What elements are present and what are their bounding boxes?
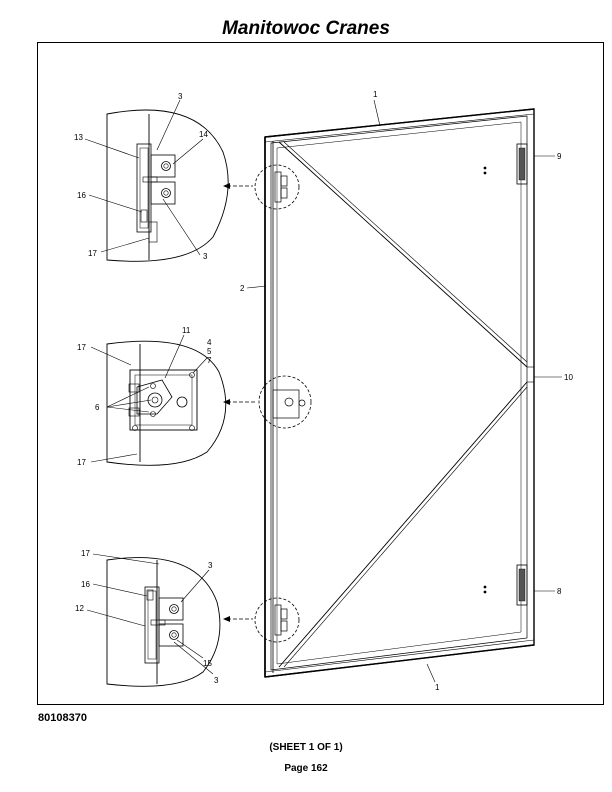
page-title: Manitowoc Cranes [222,18,390,39]
callout-1-bottom: 1 [435,683,440,692]
callout-10: 10 [564,373,573,382]
callout-a-13: 13 [74,133,83,142]
callout-2: 2 [240,284,245,293]
callout-c-3-top: 3 [208,561,213,570]
door-assembly-drawing: 1 9 10 8 1 2 3 14 13 16 17 3 11 4 5 7 17… [74,90,573,692]
callout-b-17-top: 17 [77,343,86,352]
callout-a-16: 16 [77,191,86,200]
callout-c-12: 12 [75,604,84,613]
detail-b-latch [106,340,227,466]
callout-a-3-top: 3 [178,92,183,101]
document-number: 80108370 [38,712,87,724]
drawing-frame [37,42,604,705]
callout-c-16: 16 [81,580,90,589]
callout-c-3-bottom: 3 [214,676,219,685]
callout-a-3-bottom: 3 [203,252,208,261]
callout-b-4: 4 [207,338,212,347]
detail-circles [254,164,312,643]
callout-b-5: 5 [207,347,212,356]
page-number: Page 162 [284,763,328,774]
callout-a-17: 17 [88,249,97,258]
detail-c-lower-hinge [106,557,221,687]
callout-b-7: 7 [207,356,212,365]
detail-a-upper-hinge [106,109,229,262]
callout-b-11: 11 [182,326,191,335]
callout-8: 8 [557,587,562,596]
callout-1-top: 1 [373,90,378,99]
callout-b-17-bottom: 17 [77,458,86,467]
callout-b-6: 6 [95,403,100,412]
door-panel [264,108,535,678]
callout-c-15: 15 [203,659,212,668]
sheet-label: (SHEET 1 OF 1) [269,742,343,753]
door-hinge-parts [272,171,306,636]
callout-a-14: 14 [199,130,208,139]
callout-c-17: 17 [81,549,90,558]
callout-9: 9 [557,152,562,161]
